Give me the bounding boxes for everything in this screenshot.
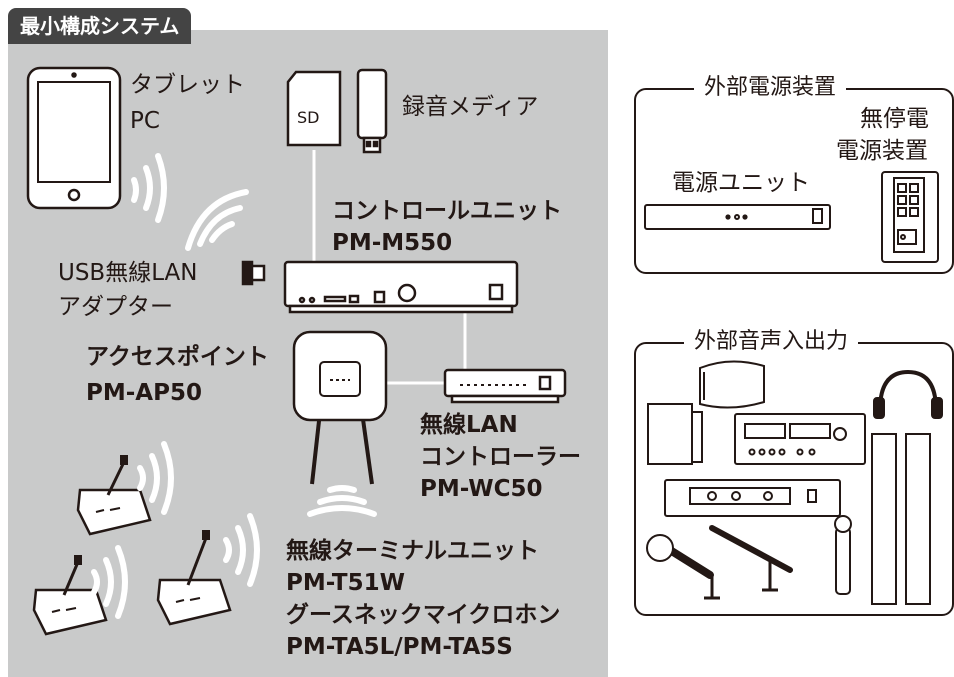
microphone-icon xyxy=(646,534,720,600)
usb-adapter-icon xyxy=(241,260,266,286)
system-title: 最小構成システム xyxy=(8,8,192,44)
usb-adapter-waves-icon xyxy=(185,189,249,251)
terminal-unit-icon xyxy=(156,530,232,626)
terminal-waves-icon xyxy=(91,441,260,619)
control-unit-model: PM-M550 xyxy=(332,230,453,256)
access-point-waves-icon xyxy=(307,485,377,517)
gooseneck-mic-model: PM-TA5L/PM-TA5S xyxy=(286,634,513,660)
terminal-unit-icon xyxy=(76,455,152,536)
tablet-label-pc: PC xyxy=(130,108,160,134)
usb-adapter-label-2: アダプター xyxy=(58,294,173,320)
ups-label: 無停電 xyxy=(860,106,929,132)
external-power-title: 外部電源装置 xyxy=(694,73,847,103)
sd-card-label: SD xyxy=(297,108,320,127)
ups-label-2: 電源装置 xyxy=(836,138,928,164)
ups-icon xyxy=(881,171,939,263)
access-point-label: アクセスポイント xyxy=(86,344,269,370)
wall-speaker-icon xyxy=(647,403,703,465)
power-supply-unit-icon xyxy=(644,204,831,230)
terminal-unit-icon xyxy=(32,555,108,636)
gooseneck-mic-label: グースネックマイクロホン xyxy=(286,602,561,628)
column-speaker-icon xyxy=(871,433,931,605)
control-unit-label: コントロールユニット xyxy=(332,198,562,224)
control-unit-icon xyxy=(283,260,519,314)
wireless-waves-icon xyxy=(131,153,167,223)
access-point-model: PM-AP50 xyxy=(86,380,202,406)
terminal-unit-model: PM-T51W xyxy=(286,570,405,596)
tablet-label: タブレット xyxy=(130,72,245,98)
usb-stick-icon xyxy=(356,68,388,154)
headphones-icon xyxy=(873,369,943,419)
external-audio-title: 外部音声入出力 xyxy=(684,327,859,357)
tuner-amp-icon xyxy=(734,413,866,465)
power-amp-icon xyxy=(664,479,841,517)
recording-media-label: 録音メディア xyxy=(402,94,539,120)
wlc-model: PM-WC50 xyxy=(420,476,543,502)
microphone-icon xyxy=(709,525,793,592)
psu-label: 電源ユニット xyxy=(672,170,810,196)
tablet-icon xyxy=(26,66,122,210)
external-audio-box: 外部音声入出力 xyxy=(634,327,954,616)
sd-card-icon xyxy=(286,70,342,147)
usb-adapter-label: USB無線LAN xyxy=(58,260,198,286)
wireless-lan-controller-icon xyxy=(443,368,567,404)
microphone-icon xyxy=(834,515,852,595)
wlc-label-2: コントローラー xyxy=(420,444,581,470)
speaker-icon xyxy=(699,360,765,409)
terminal-unit-label: 無線ターミナルユニット xyxy=(286,538,539,564)
wlc-label: 無線LAN xyxy=(420,412,518,438)
access-point-icon xyxy=(292,330,388,485)
